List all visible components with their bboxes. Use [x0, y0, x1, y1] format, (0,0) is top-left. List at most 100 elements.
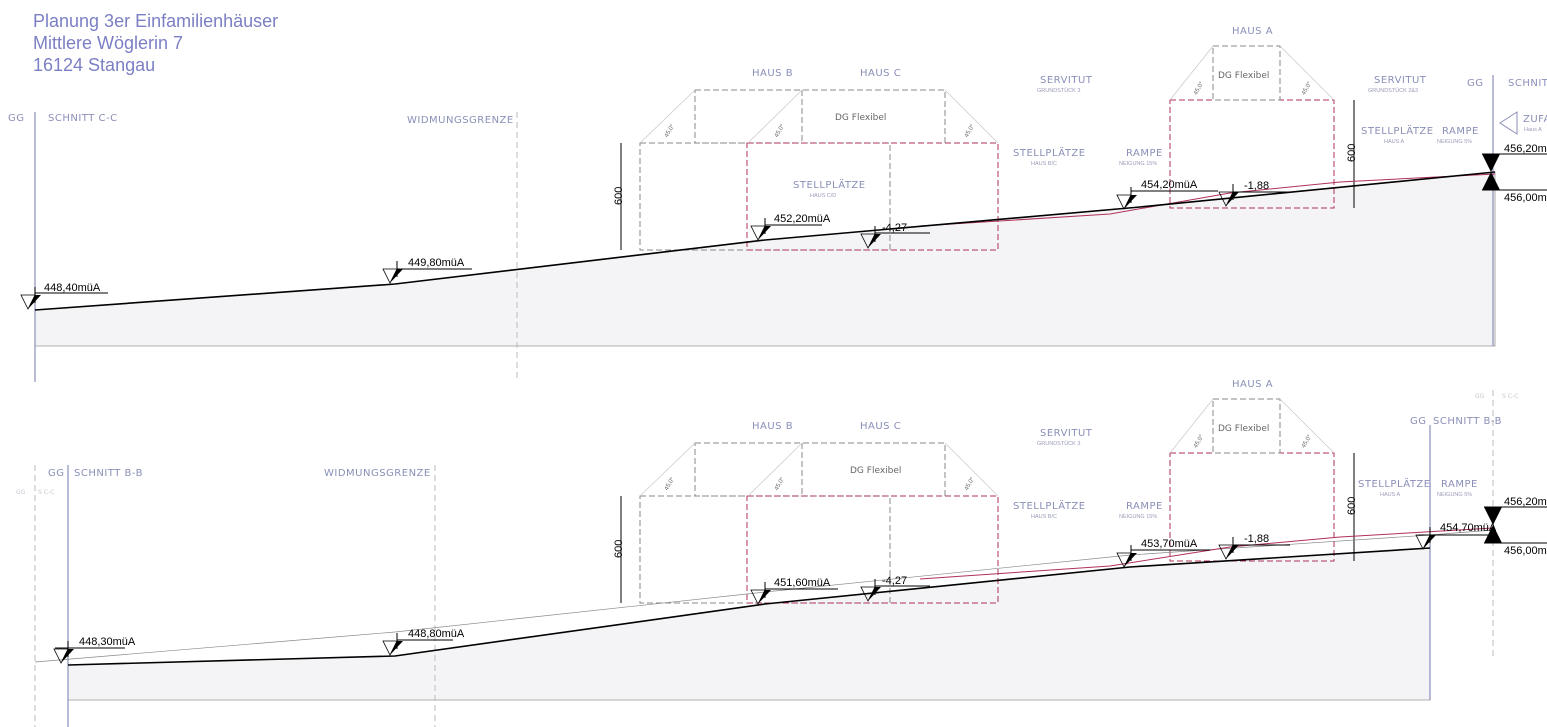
rampe-label: RAMPE: [1442, 126, 1479, 137]
drawing-line: [1169, 398, 1335, 454]
drawing-line: [1482, 172, 1500, 190]
haus-a-label: HAUS A: [1232, 26, 1273, 37]
gg-label: GG: [8, 113, 25, 124]
drawing-line: [639, 442, 999, 497]
gg-label: GG: [1410, 416, 1427, 427]
section-b-b: GG SCHNITT B-B GG S C-C WIDMUNGSGRENZE H…: [16, 379, 1547, 727]
zufahrt-arrow-icon: [1499, 111, 1518, 135]
section-name: SCHNITT C-C: [48, 113, 118, 124]
level-marker: 452,20müA: [750, 213, 831, 241]
stellplaetze-label: STELLPLÄTZE: [1361, 124, 1434, 137]
drawing-line: [382, 260, 404, 284]
planned-terrain-line: [919, 527, 1494, 580]
section-c-c: GG SCHNITT C-C WIDMUNGSGRENZE HAUS B HAU…: [8, 26, 1547, 382]
drawing-line: [53, 640, 75, 664]
drawing-label: 449,80müA: [408, 257, 465, 269]
haus-c-label: HAUS C: [860, 68, 901, 79]
dg-flexibel-label: DG Flexibel: [850, 466, 901, 476]
servitut-label: SERVITUT: [1040, 428, 1093, 439]
level-marker: -4,27: [860, 575, 930, 602]
drawing-line: [750, 217, 772, 241]
drawing-label: -4,27: [882, 222, 907, 234]
level-marker: 449,80müA: [382, 257, 472, 284]
rampe-label: RAMPE: [1126, 501, 1163, 512]
rampe-sub: NEIGUNG 15%: [1119, 514, 1157, 520]
drawing-label: 454,70müA: [1440, 522, 1497, 534]
drawing-label: 452,20müA: [774, 213, 831, 225]
haus-c-label: HAUS C: [860, 421, 901, 432]
faint-section-label: S C-C: [38, 489, 54, 496]
gg-label: GG: [48, 468, 65, 479]
drawing-line: [1482, 154, 1500, 172]
stellplaetze-sub: HAUS A: [1384, 139, 1405, 145]
stellplaetze-sub: HAUS B/C: [1031, 161, 1057, 167]
drawing-line: [382, 632, 404, 656]
level-marker: 448,30müA: [53, 636, 136, 664]
drawing-label: 451,60müA: [774, 577, 831, 589]
drawing-label: -1,88: [1244, 180, 1269, 192]
drawing-line: [1415, 526, 1437, 550]
dimension-label: 600: [613, 187, 625, 205]
rampe-sub: NEIGUNG 5%: [1437, 139, 1472, 145]
angle-label: 45,0°: [664, 476, 677, 492]
drawing-label: -4,27: [882, 575, 907, 587]
angle-label: 45,0°: [964, 476, 977, 492]
existing-terrain-line: [34, 529, 1494, 663]
faint-section-label: S C-C: [1502, 393, 1518, 400]
angle-label: 45,0°: [1193, 433, 1206, 449]
drawing-label: -1,88: [1244, 533, 1269, 545]
drawing-line: [746, 495, 999, 604]
stellplaetze-label: STELLPLÄTZE: [1013, 499, 1086, 512]
project-city: 16124 Stangau: [33, 55, 156, 75]
haus-a-label: HAUS A: [1232, 379, 1273, 390]
angle-label: 45,0°: [1193, 80, 1206, 96]
angle-label: 45,0°: [774, 476, 787, 492]
rampe-sub: NEIGUNG 15%: [1119, 161, 1157, 167]
servitut-label: SERVITUT: [1374, 75, 1427, 86]
project-name: Planung 3er Einfamilienhäuser: [33, 11, 279, 31]
level-marker: 454,20müA: [1116, 179, 1218, 210]
zufahrt-sub: Haus A: [1524, 127, 1542, 133]
level-marker: 448,80müA: [382, 628, 465, 656]
drawing-label: 453,70müA: [1141, 538, 1198, 550]
servitut-sub: GRUNDSTÜCK 2&3: [1368, 87, 1418, 94]
drawing-line: [20, 286, 42, 310]
drawing-label: 456,20m: [1504, 143, 1547, 155]
gg-label: GG: [1467, 78, 1484, 89]
haus-b-label: HAUS B: [752, 421, 793, 432]
drawing-label: 448,30müA: [79, 636, 136, 648]
rampe-label: RAMPE: [1441, 479, 1478, 490]
terrain-line: [67, 547, 1431, 666]
angle-label: 45,0°: [774, 123, 787, 139]
stellplaetze-sub: HAUS A: [1380, 492, 1401, 498]
dimension-label: 600: [1346, 144, 1358, 162]
stellplaetze-label: STELLPLÄTZE: [1358, 477, 1431, 490]
stellplaetze-cd-label: STELLPLÄTZE: [793, 178, 866, 191]
stellplaetze-sub: HAUS B/C: [1031, 514, 1057, 520]
servitut-sub: GRUNDSTÜCK 3: [1037, 87, 1080, 94]
stellplaetze-cd-sub: HAUS C/D: [810, 193, 836, 199]
drawing-line: [1212, 398, 1281, 454]
level-marker: 448,40müA: [20, 282, 108, 310]
dg-bc-outline: [694, 89, 946, 144]
haus-b-label: HAUS B: [752, 68, 793, 79]
drawing-label: 456,20m: [1504, 496, 1547, 508]
drawing-label: 448,80müA: [408, 628, 465, 640]
widmungsgrenze-label: WIDMUNGSGRENZE: [407, 115, 514, 126]
level-marker: 451,60müA: [750, 577, 838, 605]
terrain-fill: [34, 171, 1496, 347]
haus-c-outline: [746, 142, 999, 251]
level-marker: 453,70müA: [1116, 538, 1210, 568]
level-marker: 456,20m 456,00m: [1484, 496, 1547, 557]
faint-gg-label: GG: [16, 489, 26, 496]
dg-flexibel-a-label: DG Flexibel: [1218, 71, 1269, 81]
rampe-label: RAMPE: [1126, 148, 1163, 159]
stellplaetze-label: STELLPLÄTZE: [1013, 146, 1086, 159]
drawing-line: [694, 442, 946, 497]
drawing-line: [1484, 507, 1502, 525]
angle-label: 45,0°: [1301, 80, 1314, 96]
dg-flexibel-a-label: DG Flexibel: [1218, 424, 1269, 434]
angle-label: 45,0°: [964, 123, 977, 139]
drawing-label: 456,00m: [1504, 545, 1547, 557]
